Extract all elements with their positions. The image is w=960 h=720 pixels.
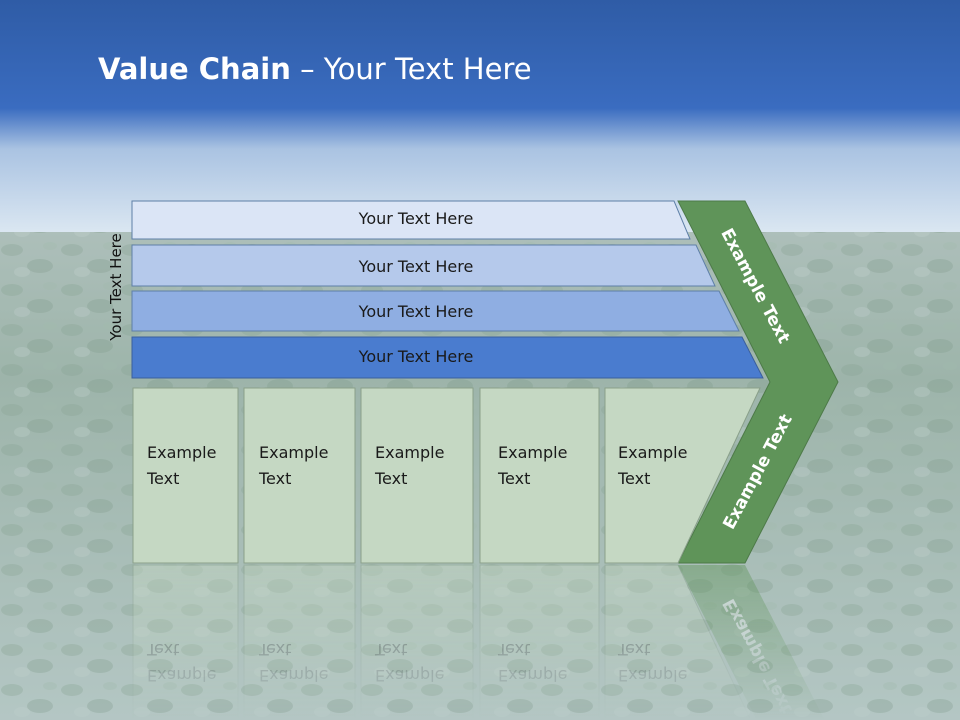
card-3-line1: Example <box>375 443 444 462</box>
bar-1: Your Text Here <box>131 200 691 240</box>
card-1-line2: Text <box>146 469 179 488</box>
card-5: Example Text <box>604 387 761 564</box>
svg-text:Example: Example <box>375 666 444 685</box>
bar-4: Your Text Here <box>131 336 764 379</box>
bar-2-label: Your Text Here <box>358 257 474 276</box>
bar-2-shape <box>131 244 716 287</box>
card-1: Example Text <box>132 387 239 564</box>
svg-text:Text: Text <box>497 640 530 659</box>
card-5-line2: Text <box>617 469 650 488</box>
card-1-line1: Example <box>147 443 216 462</box>
svg-text:Text: Text <box>617 640 650 659</box>
card-5-line1: Example <box>618 443 687 462</box>
card-5-box <box>604 387 761 564</box>
bar-4-label: Your Text Here <box>358 347 474 366</box>
bar-1-shape <box>131 200 691 240</box>
card-1-box <box>132 387 239 564</box>
bar-3-label: Your Text Here <box>358 302 474 321</box>
page-title: Value Chain – Your Text Here <box>98 52 532 86</box>
chevron-arrow <box>677 200 839 564</box>
card-4: Example Text <box>479 387 600 564</box>
bar-4-shape <box>131 336 764 379</box>
bar-3-shape <box>131 290 740 332</box>
card-4-line2: Text <box>497 469 530 488</box>
card-2-line1: Example <box>259 443 328 462</box>
svg-text:Example: Example <box>618 666 687 685</box>
card-3-line2: Text <box>374 469 407 488</box>
card-2-line2: Text <box>258 469 291 488</box>
bar-1-label: Your Text Here <box>358 209 474 228</box>
svg-text:Text: Text <box>374 640 407 659</box>
reflection: Example Text Example Text Example Text E… <box>132 564 825 720</box>
svg-text:Example: Example <box>498 666 567 685</box>
card-4-box <box>479 387 600 564</box>
card-3: Example Text <box>360 387 474 564</box>
card-3-box <box>360 387 474 564</box>
card-2: Example Text <box>243 387 356 564</box>
bar-2: Your Text Here <box>131 244 716 287</box>
svg-text:Text: Text <box>258 640 291 659</box>
svg-text:Example: Example <box>147 666 216 685</box>
svg-text:Text: Text <box>146 640 179 659</box>
card-2-box <box>243 387 356 564</box>
card-4-line1: Example <box>498 443 567 462</box>
bar-3: Your Text Here <box>131 290 740 332</box>
svg-text:Example: Example <box>259 666 328 685</box>
